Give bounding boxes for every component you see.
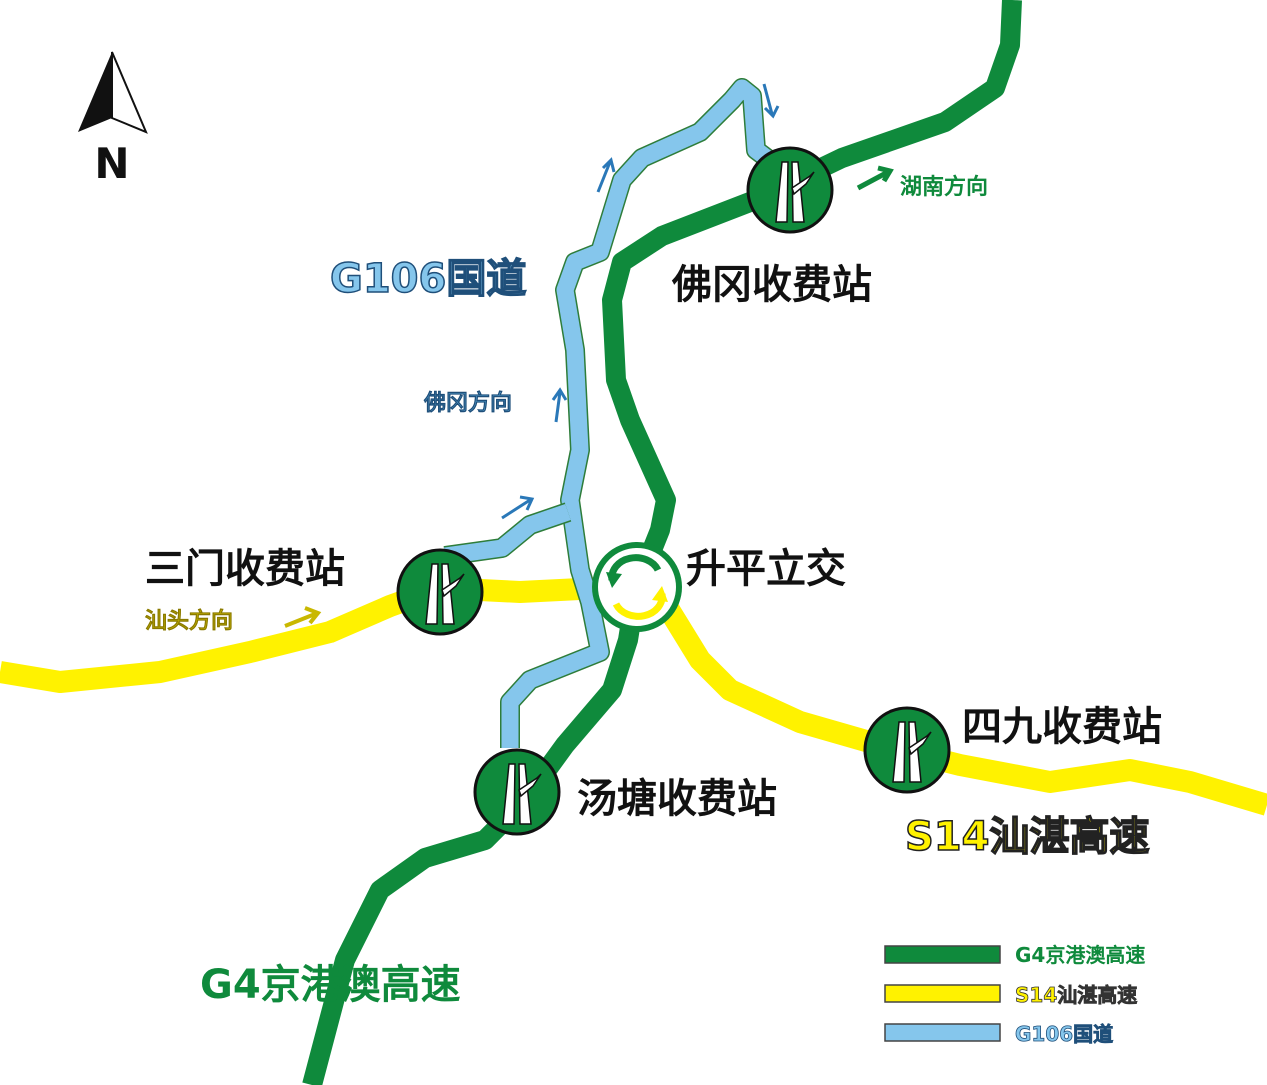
legend-swatch-g4	[884, 945, 1001, 964]
label-g106: G106国道	[330, 256, 526, 302]
interchange-icon	[592, 542, 682, 632]
label-g4: G4京港澳高速	[200, 962, 461, 1008]
legend-swatch-g106	[884, 1023, 1001, 1042]
arrow-icon	[284, 606, 322, 628]
legend: G4京港澳高速 S14汕湛高速 G106国道	[884, 943, 1145, 1046]
north-arrow-icon: N	[78, 51, 148, 188]
arrow-icon	[596, 157, 616, 193]
legend-swatch-s14	[884, 984, 1001, 1003]
label-fogang-direction: 佛冈方向	[423, 390, 512, 416]
legend-label-g4: G4京港澳高速	[1015, 943, 1145, 967]
label-tangtang-station: 汤塘收费站	[577, 776, 777, 822]
label-hunan-direction: 湖南方向	[900, 174, 988, 200]
arrow-icon	[551, 387, 568, 423]
label-fogang-station: 佛冈收费站	[671, 262, 872, 308]
arrow-icon	[501, 495, 535, 520]
legend-label-g106: G106国道	[1015, 1022, 1113, 1046]
arrow-icon	[856, 165, 894, 191]
toll-station-icon	[863, 706, 951, 794]
arrow-icon	[762, 83, 780, 119]
label-shantou-direction: 汕头方向	[145, 608, 233, 634]
toll-station-icon	[396, 548, 484, 636]
road-g4	[302, 0, 1022, 1085]
road-g106	[443, 78, 778, 748]
toll-station-icon	[746, 146, 834, 234]
label-sanmen-station: 三门收费站	[145, 546, 345, 592]
legend-label-s14: S14汕湛高速	[1015, 983, 1137, 1007]
label-interchange: 升平立交	[686, 546, 846, 592]
toll-station-icon	[473, 748, 561, 836]
compass-label: N	[94, 139, 129, 188]
label-s14: S14汕湛高速	[905, 814, 1149, 860]
label-sijiu-station: 四九收费站	[962, 704, 1162, 750]
